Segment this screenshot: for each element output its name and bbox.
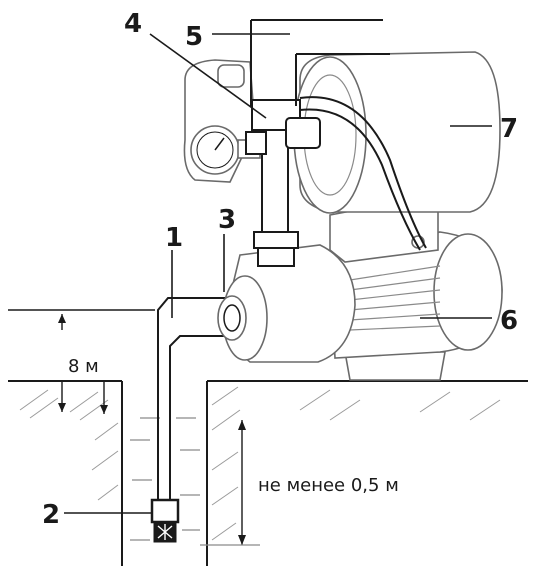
callout-5: 5 [185, 22, 203, 52]
dimension-suction-height: 8 м [8, 309, 155, 414]
dim-arrow-down2-head [100, 405, 108, 414]
dim-arrow-up-head [58, 314, 66, 323]
foot-valve-filter [150, 498, 180, 543]
suction-pipe [157, 297, 230, 500]
dim-arrow-down-head [58, 403, 66, 412]
pressure-hose [299, 96, 427, 249]
suction-pipe-outer [157, 297, 225, 500]
suction-height-label: 8 м [68, 356, 99, 377]
suction-inlet-opening [223, 304, 241, 332]
depth-arrow-bottom [238, 535, 246, 545]
leader-4 [149, 33, 267, 119]
soil-hatching-left [19, 389, 119, 501]
pump-unit [183, 19, 503, 381]
suction-pipe-inner [169, 335, 230, 500]
min-depth-label: не менее 0,5 м [258, 475, 399, 496]
callout-2: 2 [42, 500, 60, 530]
ground-and-well [8, 380, 528, 566]
riser-coupling [253, 231, 299, 249]
callout-3: 3 [218, 205, 236, 235]
soil-hatching-right [211, 386, 501, 541]
gauge-needle [214, 137, 225, 151]
leader-lines [64, 33, 492, 514]
callout-4: 4 [124, 9, 142, 39]
motor-end-cap [433, 233, 503, 351]
callout-1: 1 [165, 223, 183, 253]
callout-6: 6 [500, 306, 518, 336]
pressure-switch-cap [217, 64, 245, 88]
riser-nut [257, 247, 295, 267]
foot-valve-body [150, 498, 180, 524]
callout-7: 7 [500, 114, 518, 144]
water-lines [130, 417, 200, 541]
dimension-min-depth: не менее 0,5 м [200, 420, 399, 546]
gauge-port [245, 131, 267, 155]
tank-connector [285, 117, 321, 149]
strainer-mesh [157, 524, 173, 540]
depth-arrow-top [238, 420, 246, 430]
pressure-hose-inner [299, 108, 421, 251]
motor-fins [349, 265, 441, 331]
